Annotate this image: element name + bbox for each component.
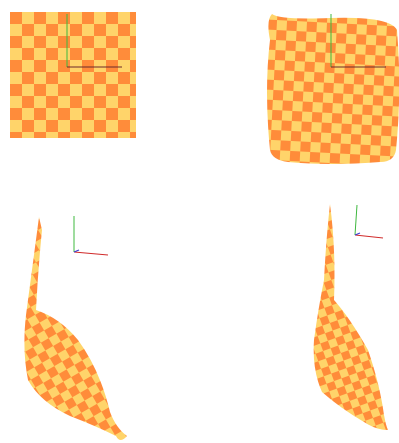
warped-checkerboard-panel[interactable] bbox=[200, 0, 399, 200]
thin-leaf-plane bbox=[314, 204, 388, 430]
twisted-leaf-surface[interactable] bbox=[0, 200, 200, 443]
thin-leaf-surface[interactable] bbox=[200, 200, 399, 443]
warped-plane bbox=[267, 14, 399, 164]
leaf-surface bbox=[24, 217, 127, 440]
twisted-leaf-panel[interactable] bbox=[0, 200, 200, 443]
flat-checkerboard-surface[interactable] bbox=[0, 0, 200, 200]
axes-icon bbox=[74, 216, 108, 255]
checkerboard-plane bbox=[10, 12, 136, 138]
thin-leaf-panel[interactable] bbox=[200, 200, 399, 443]
warped-checkerboard-surface[interactable] bbox=[200, 0, 399, 200]
axes-icon bbox=[355, 205, 383, 238]
flat-checkerboard-panel[interactable] bbox=[0, 0, 200, 200]
